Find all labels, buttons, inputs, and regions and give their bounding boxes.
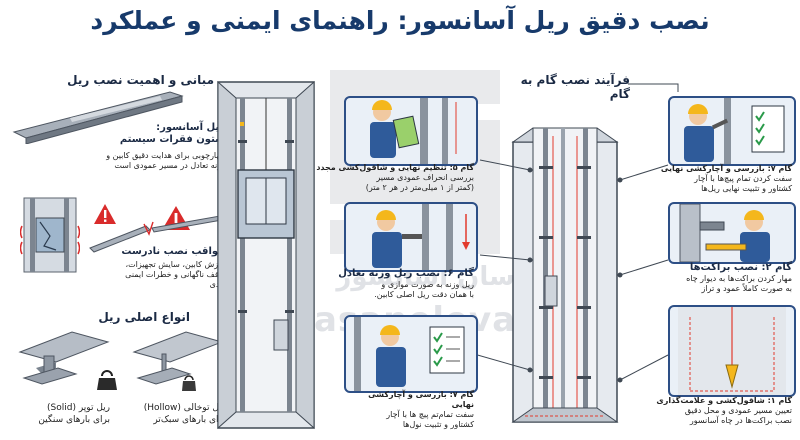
worker-plumb-check-illustration xyxy=(370,98,457,164)
rail-desc-line1: چهارچوبی برای هدایت دقیق کابین و xyxy=(106,151,225,160)
rail-title-line2: ستون فقرات سیستم xyxy=(119,134,225,145)
step2-text: گام ۲: نصب براکت‌ها مهار کردن براکت‌ها ب… xyxy=(640,262,792,294)
hollow-rail-line1: ریل توخالی (Hollow) xyxy=(143,403,226,413)
step7-left-text: گام ۷: بازرسی و آچارکشی نهایی سفت تمام‌ت… xyxy=(344,390,474,430)
rail-types-heading: انواع اصلی ریل xyxy=(98,310,190,324)
solid-rail-line1: ریل توپر (Solid) xyxy=(47,403,110,413)
step7-right-line3: کشتاور و تثبیت نهایی ریل‌ها xyxy=(701,184,792,193)
step6-text: گام ۶: نصب ریل وزنه تعادل ریل وزنه به صو… xyxy=(322,268,474,300)
faulty-line3: جدی xyxy=(60,280,225,290)
step5-line2: بررسی انحراف عمودی مسیر xyxy=(376,173,474,182)
guide-rail-illustration xyxy=(12,91,184,144)
damaged-cabin-illustration xyxy=(20,197,80,273)
solid-rail-label: ریل توپر (Solid) برای بارهای سنگین xyxy=(30,402,110,426)
faulty-title: عواقب نصب نادرست xyxy=(121,246,225,257)
rail-title: ریل آسانسور: ستون فقرات سیستم xyxy=(60,122,225,146)
step7-left-title: گام ۷: بازرسی و آچارکشی xyxy=(368,390,474,399)
step2-illustration xyxy=(668,202,796,264)
step2-line1: مهار کردن براکت‌ها به دیوار چاه xyxy=(686,274,792,283)
step5-illustration xyxy=(344,96,478,166)
warning-triangle-icon xyxy=(94,204,116,224)
fundamentals-heading: مبانی و اهمیت نصب ریل xyxy=(67,73,214,87)
rail-title-line1: ریل آسانسور: xyxy=(156,122,225,133)
step7-left-line3: سفت تمام‌تم پیچ ها با آچار xyxy=(386,410,474,419)
heavy-weight-icon xyxy=(97,370,117,390)
step7-right-illustration xyxy=(668,96,796,166)
step5-line3: (کمتر از ۱ میلی‌متر در هر ۲ متر) xyxy=(365,183,474,192)
step7-right-text: گام ۷: بازرسی و آچارکشی نهایی سفت کردن ت… xyxy=(640,164,792,194)
worker-checklist-illustration xyxy=(354,317,465,391)
step6-illustration xyxy=(344,202,478,272)
worker-counterweight-rail-illustration xyxy=(372,204,470,270)
worker-bracket-level-illustration xyxy=(679,204,770,262)
faulty-line2: توقف ناگهانی و خطرات ایمنی xyxy=(125,270,225,279)
worker-wrench-checklist-illustration xyxy=(684,98,785,164)
plumb-bob-illustration xyxy=(678,307,786,395)
step1-line2: تعیین مسیر عمودی و محل دقیق xyxy=(684,406,792,415)
step1-line3: نصب براکت‌ها در چاه آسانسور xyxy=(689,416,792,425)
step7-left-line4: کشتاور و تثبیت نول‌ها xyxy=(402,420,474,429)
step7-left-line2: نهایی xyxy=(451,400,474,409)
hollow-rail-label: ریل توخالی (Hollow) برای بارهای سبک‌تر xyxy=(118,402,226,426)
step1-text: گام ۱: شاقول‌کشی و علامت‌گذاری تعیین مسی… xyxy=(640,396,792,426)
rail-marker xyxy=(240,122,244,126)
rail-desc-line2: وزنه تعادل در مسیر عمودی است xyxy=(114,161,225,170)
process-heading: فرآیند نصب گام به گام xyxy=(520,73,630,101)
step7-left-illustration xyxy=(344,315,478,393)
elevator-shaft-with-cabin xyxy=(217,80,315,430)
step1-illustration xyxy=(668,305,796,397)
step7-right-title: گام ۷: بازرسی و آچارکشی نهایی xyxy=(660,164,792,173)
hollow-rail-illustration xyxy=(132,331,224,385)
step6-line1: ریل وزنه به صورت موازی و xyxy=(381,280,474,289)
faulty-description: لرزش کابین، سایش تجهیزات، توقف ناگهانی و… xyxy=(60,260,225,290)
step6-line2: با همان دقت ریل اصلی کابین. xyxy=(374,290,474,299)
step2-title: گام ۲: نصب براکت‌ها xyxy=(689,262,792,273)
step5-text: گام ۵: تنظیم نهایی و شاقول‌کشی مجدد بررس… xyxy=(300,163,474,193)
heading-connector xyxy=(628,83,679,92)
step-connector-lines xyxy=(459,159,669,383)
faulty-line1: لرزش کابین، سایش تجهیزات، xyxy=(125,260,225,269)
light-weight-icon xyxy=(182,375,196,391)
elevator-shaft-installation xyxy=(511,127,619,423)
page-title: نصب دقیق ریل آسانسور: راهنمای ایمنی و عم… xyxy=(90,6,710,35)
step7-right-line2: سفت کردن تمام پیچ‌ها با آچار xyxy=(694,174,792,183)
solid-rail-line2: برای بارهای سنگین xyxy=(38,415,110,425)
step2-line2: به صورت کاملاً عمود و تراز xyxy=(701,284,792,293)
solid-rail-illustration xyxy=(18,331,110,385)
step5-title: گام ۵: تنظیم نهایی و شاقول‌کشی مجدد xyxy=(316,163,474,172)
bent-rail-illustration xyxy=(89,215,223,253)
step1-title: گام ۱: شاقول‌کشی و علامت‌گذاری xyxy=(656,396,792,405)
hollow-rail-line2: برای بارهای سبک‌تر xyxy=(153,415,226,425)
rail-description: چهارچوبی برای هدایت دقیق کابین و وزنه تع… xyxy=(40,151,225,171)
step6-title: گام ۶: نصب ریل وزنه تعادل xyxy=(338,268,474,279)
